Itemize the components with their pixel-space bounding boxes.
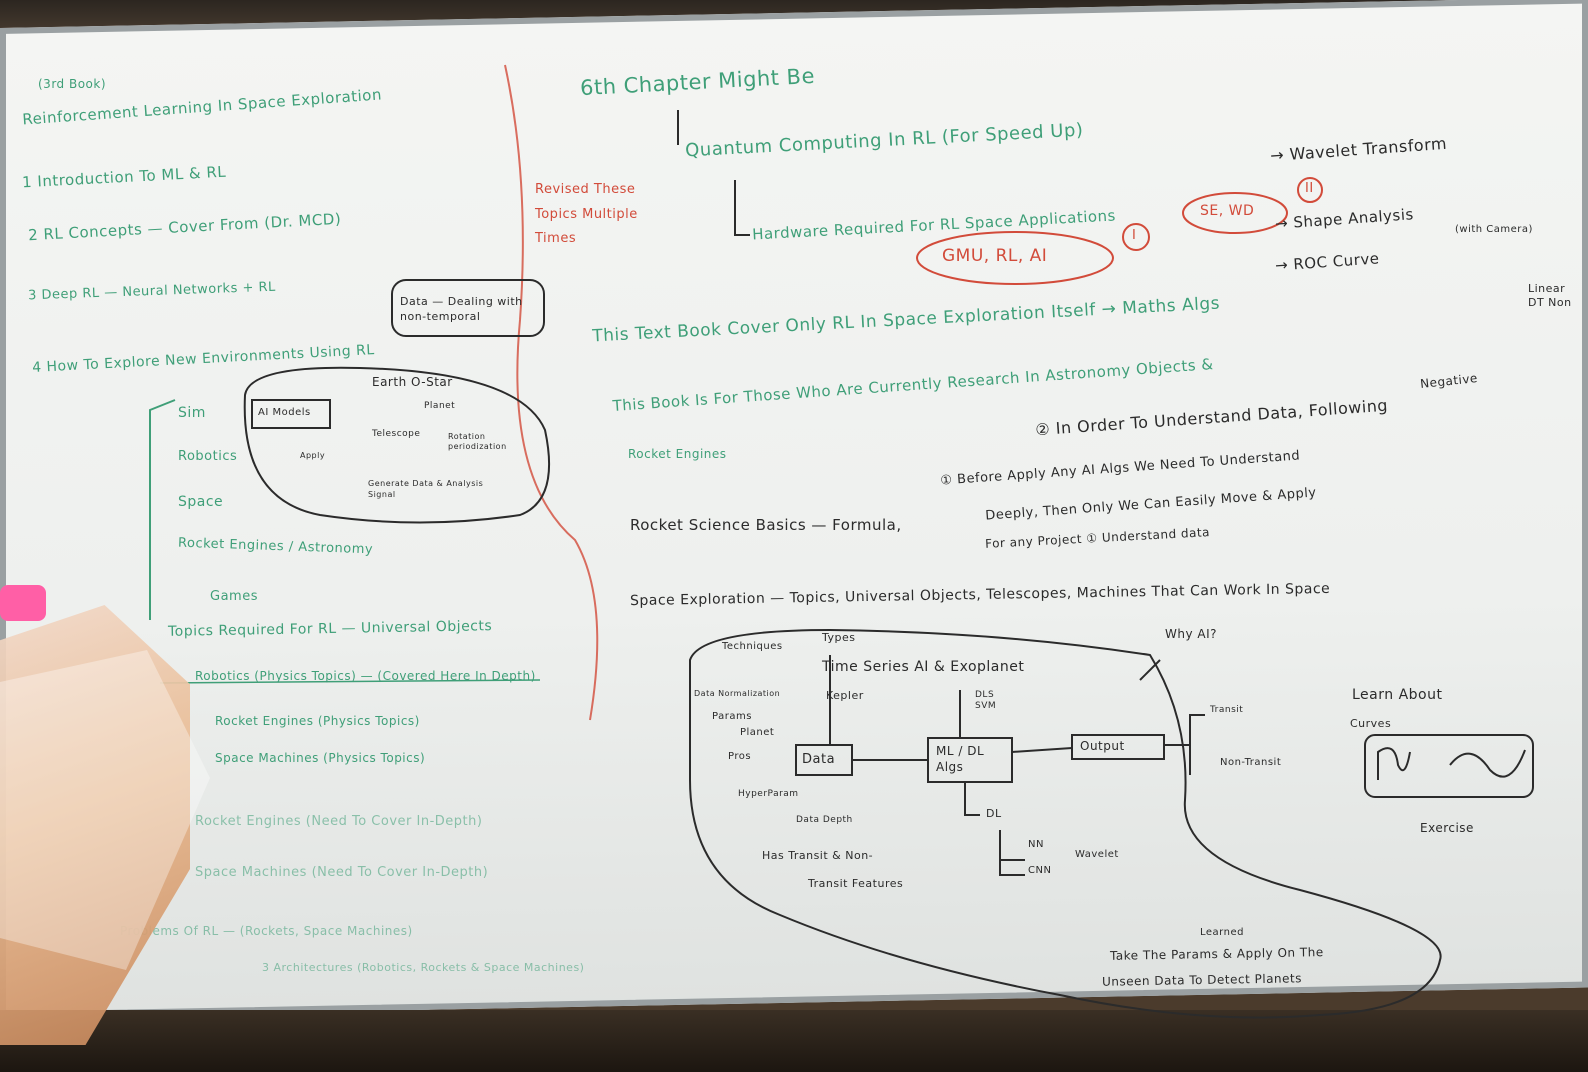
d-pros: Pros — [728, 751, 752, 762]
exercise-label: Exercise — [1420, 821, 1474, 835]
lower-item-problems: Problems Of RL — (Rockets, Space Machine… — [120, 924, 413, 938]
diagram-rotation: Rotation periodization — [448, 432, 507, 452]
d-params: Params — [712, 711, 752, 722]
d-timeseries: Time Series AI & Exoplanet — [822, 659, 1025, 675]
d-hyper: HyperParam — [738, 789, 799, 799]
d-techniques: Techniques — [722, 641, 783, 652]
diagram-generate: Generate Data & Analysis Signal — [368, 479, 484, 500]
diagram-planet: Planet — [424, 401, 456, 411]
d-transit: Transit — [1210, 705, 1244, 715]
d-cls-svm: DLS SVM — [975, 690, 997, 711]
diagram-apply: Apply — [300, 451, 326, 460]
d-ml-dl-algs: ML / DL Algs — [936, 744, 985, 774]
d-unseen-data: Unseen Data To Detect Planets — [1101, 971, 1303, 989]
diagram-star: Earth O-Star — [372, 375, 453, 389]
d-nontransit: Non-Transit — [1220, 757, 1282, 768]
curves-label: Curves — [1350, 717, 1392, 730]
d-planet: Planet — [740, 727, 775, 738]
d-types: Types — [822, 631, 856, 644]
why-ai: Why AI? — [1165, 627, 1218, 641]
shape-camera: (with Camera) — [1455, 224, 1533, 235]
d-data: Data — [802, 752, 836, 767]
se-wd: SE, WD — [1200, 203, 1255, 219]
sub-item-games: Games — [210, 589, 258, 604]
learn-about: Learn About — [1352, 687, 1443, 703]
book-label: (3rd Book) — [38, 77, 107, 91]
diagram-telescope: Telescope — [372, 429, 421, 439]
lower-item-rocket: Rocket Engines (Need To Cover In-Depth) — [195, 814, 483, 829]
linear-dt: Linear DT Non — [1528, 282, 1572, 310]
sub-item-space: Space — [178, 494, 224, 510]
d-datanorm: Data Normalization — [694, 689, 781, 698]
lower-item-machines: Space Machines (Need To Cover In-Depth) — [195, 865, 489, 880]
req-item-rocket: Rocket Engines (Physics Topics) — [215, 714, 420, 728]
d-hastransit: Has Transit & Non- — [762, 849, 874, 862]
pink-object — [0, 585, 46, 621]
req-item-robotics: Robotics (Physics Topics) — (Covered Her… — [195, 669, 536, 683]
sub-item-robotics: Robotics — [178, 449, 238, 464]
d-output: Output — [1080, 739, 1125, 753]
floor-shadow — [0, 1010, 1588, 1072]
d-features: Transit Features — [808, 877, 904, 890]
number-one: I — [1132, 228, 1137, 243]
d-cnn: CNN — [1028, 865, 1052, 876]
lower-item-architectures: 3 Architectures (Robotics, Rockets & Spa… — [262, 961, 585, 974]
callout-text: Data — Dealing with non-temporal — [400, 295, 523, 324]
rocket-science-basics: Rocket Science Basics — Formula, — [630, 516, 902, 534]
revised-note: Revised These Topics Multiple Times — [535, 182, 638, 247]
d-dl: DL — [986, 807, 1002, 820]
sub-item-sim: Sim — [178, 405, 206, 421]
d-nn: NN — [1028, 839, 1044, 850]
gmu-rl-ai: GMU, RL, AI — [942, 246, 1048, 266]
d-wavelet: Wavelet — [1075, 849, 1119, 860]
d-datadepth: Data Depth — [796, 815, 853, 825]
rocket-engines-note: Rocket Engines — [628, 447, 727, 461]
d-learned: Learned — [1200, 927, 1244, 938]
req-item-machines: Space Machines (Physics Topics) — [215, 751, 426, 765]
d-kepler: Kepler — [826, 689, 864, 702]
d-take-params: Take The Params & Apply On The — [1109, 945, 1324, 963]
diagram-ai-models: AI Models — [258, 407, 311, 418]
number-two: II — [1305, 181, 1314, 196]
